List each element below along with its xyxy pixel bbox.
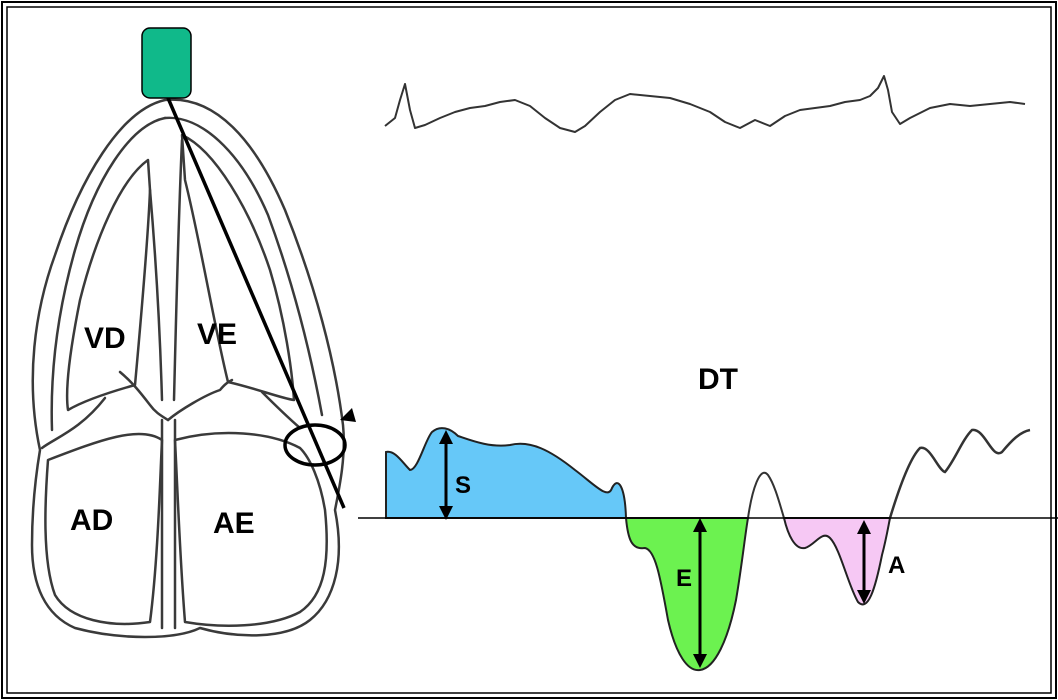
e-arrow-head-bottom [693, 654, 707, 668]
label-ad: AD [70, 504, 113, 537]
pointer-arrowhead [340, 408, 356, 422]
s-wave-area [385, 427, 628, 519]
s-arrow-head-top [439, 430, 453, 444]
s-arrow-head-bottom [439, 506, 453, 520]
ecg-trace [384, 75, 1026, 133]
heart-outline [30, 98, 346, 639]
label-e: E [676, 565, 692, 592]
label-a: A [888, 552, 905, 579]
e-arrow-head-top [693, 518, 707, 532]
measurement-arrows [439, 430, 871, 668]
ultrasound-beam-line [166, 97, 346, 509]
sample-volume-ellipse [283, 423, 347, 467]
a-arrow-head-bottom [857, 590, 871, 604]
inner-frame [6, 6, 1052, 694]
e-a-gap-trace [747, 471, 785, 519]
a-wave-area [782, 517, 892, 606]
label-ae: AE [213, 507, 255, 540]
label-s: S [455, 472, 471, 499]
label-ve: VE [197, 318, 237, 351]
e-wave-area [624, 517, 750, 672]
transducer-probe [141, 27, 192, 99]
trailing-trace [888, 428, 1031, 519]
a-arrow-head-top [857, 520, 871, 534]
label-dt: DT [698, 363, 738, 396]
label-vd: VD [84, 322, 126, 355]
